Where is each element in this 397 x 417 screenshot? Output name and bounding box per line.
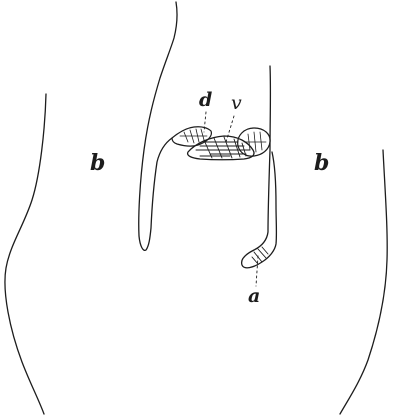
left-outer-contour: [5, 94, 46, 414]
leader-line-v: [226, 116, 234, 142]
right-lobe-hatching: [244, 132, 266, 152]
leader-line-d: [204, 112, 206, 132]
right-outer-contour: [340, 150, 387, 414]
label-b-right: b: [314, 152, 329, 174]
right-fold-outer-edge: [242, 66, 277, 268]
label-b-left: b: [90, 152, 105, 174]
leader-line-a: [256, 256, 258, 286]
label-v: v: [231, 94, 242, 113]
label-a: a: [248, 287, 260, 306]
label-d: d: [199, 91, 212, 110]
left-fold-outer-edge: [139, 2, 177, 250]
